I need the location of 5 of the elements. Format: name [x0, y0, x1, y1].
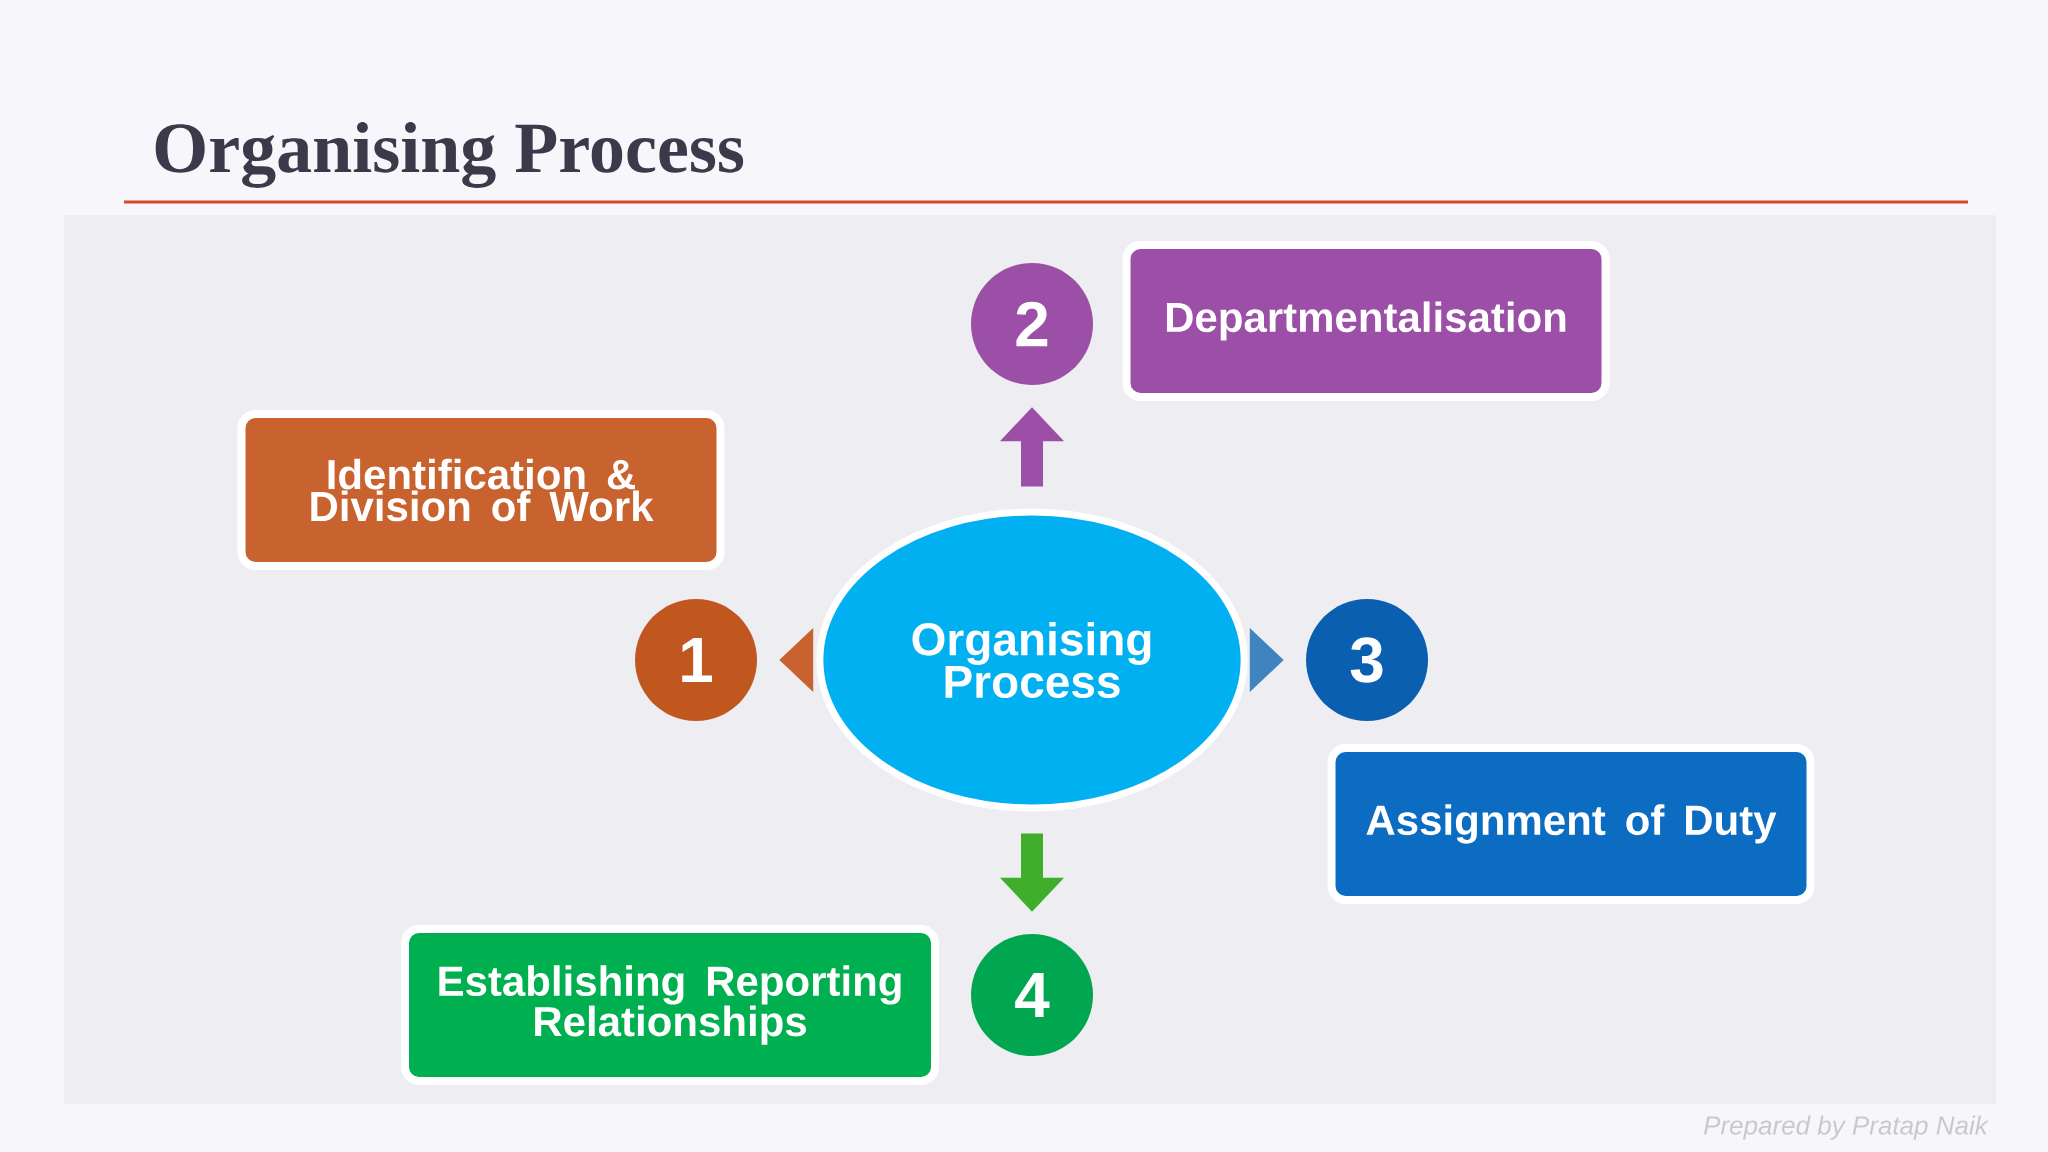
step-box: Establishing Reporting Relationships [401, 925, 939, 1085]
step-box: Assignment of Duty [1327, 744, 1815, 904]
title: Organising Process [155, 122, 744, 188]
step-box: Identification & Division of Work [237, 410, 725, 570]
step-box: Departmentalisation [1122, 241, 1610, 401]
